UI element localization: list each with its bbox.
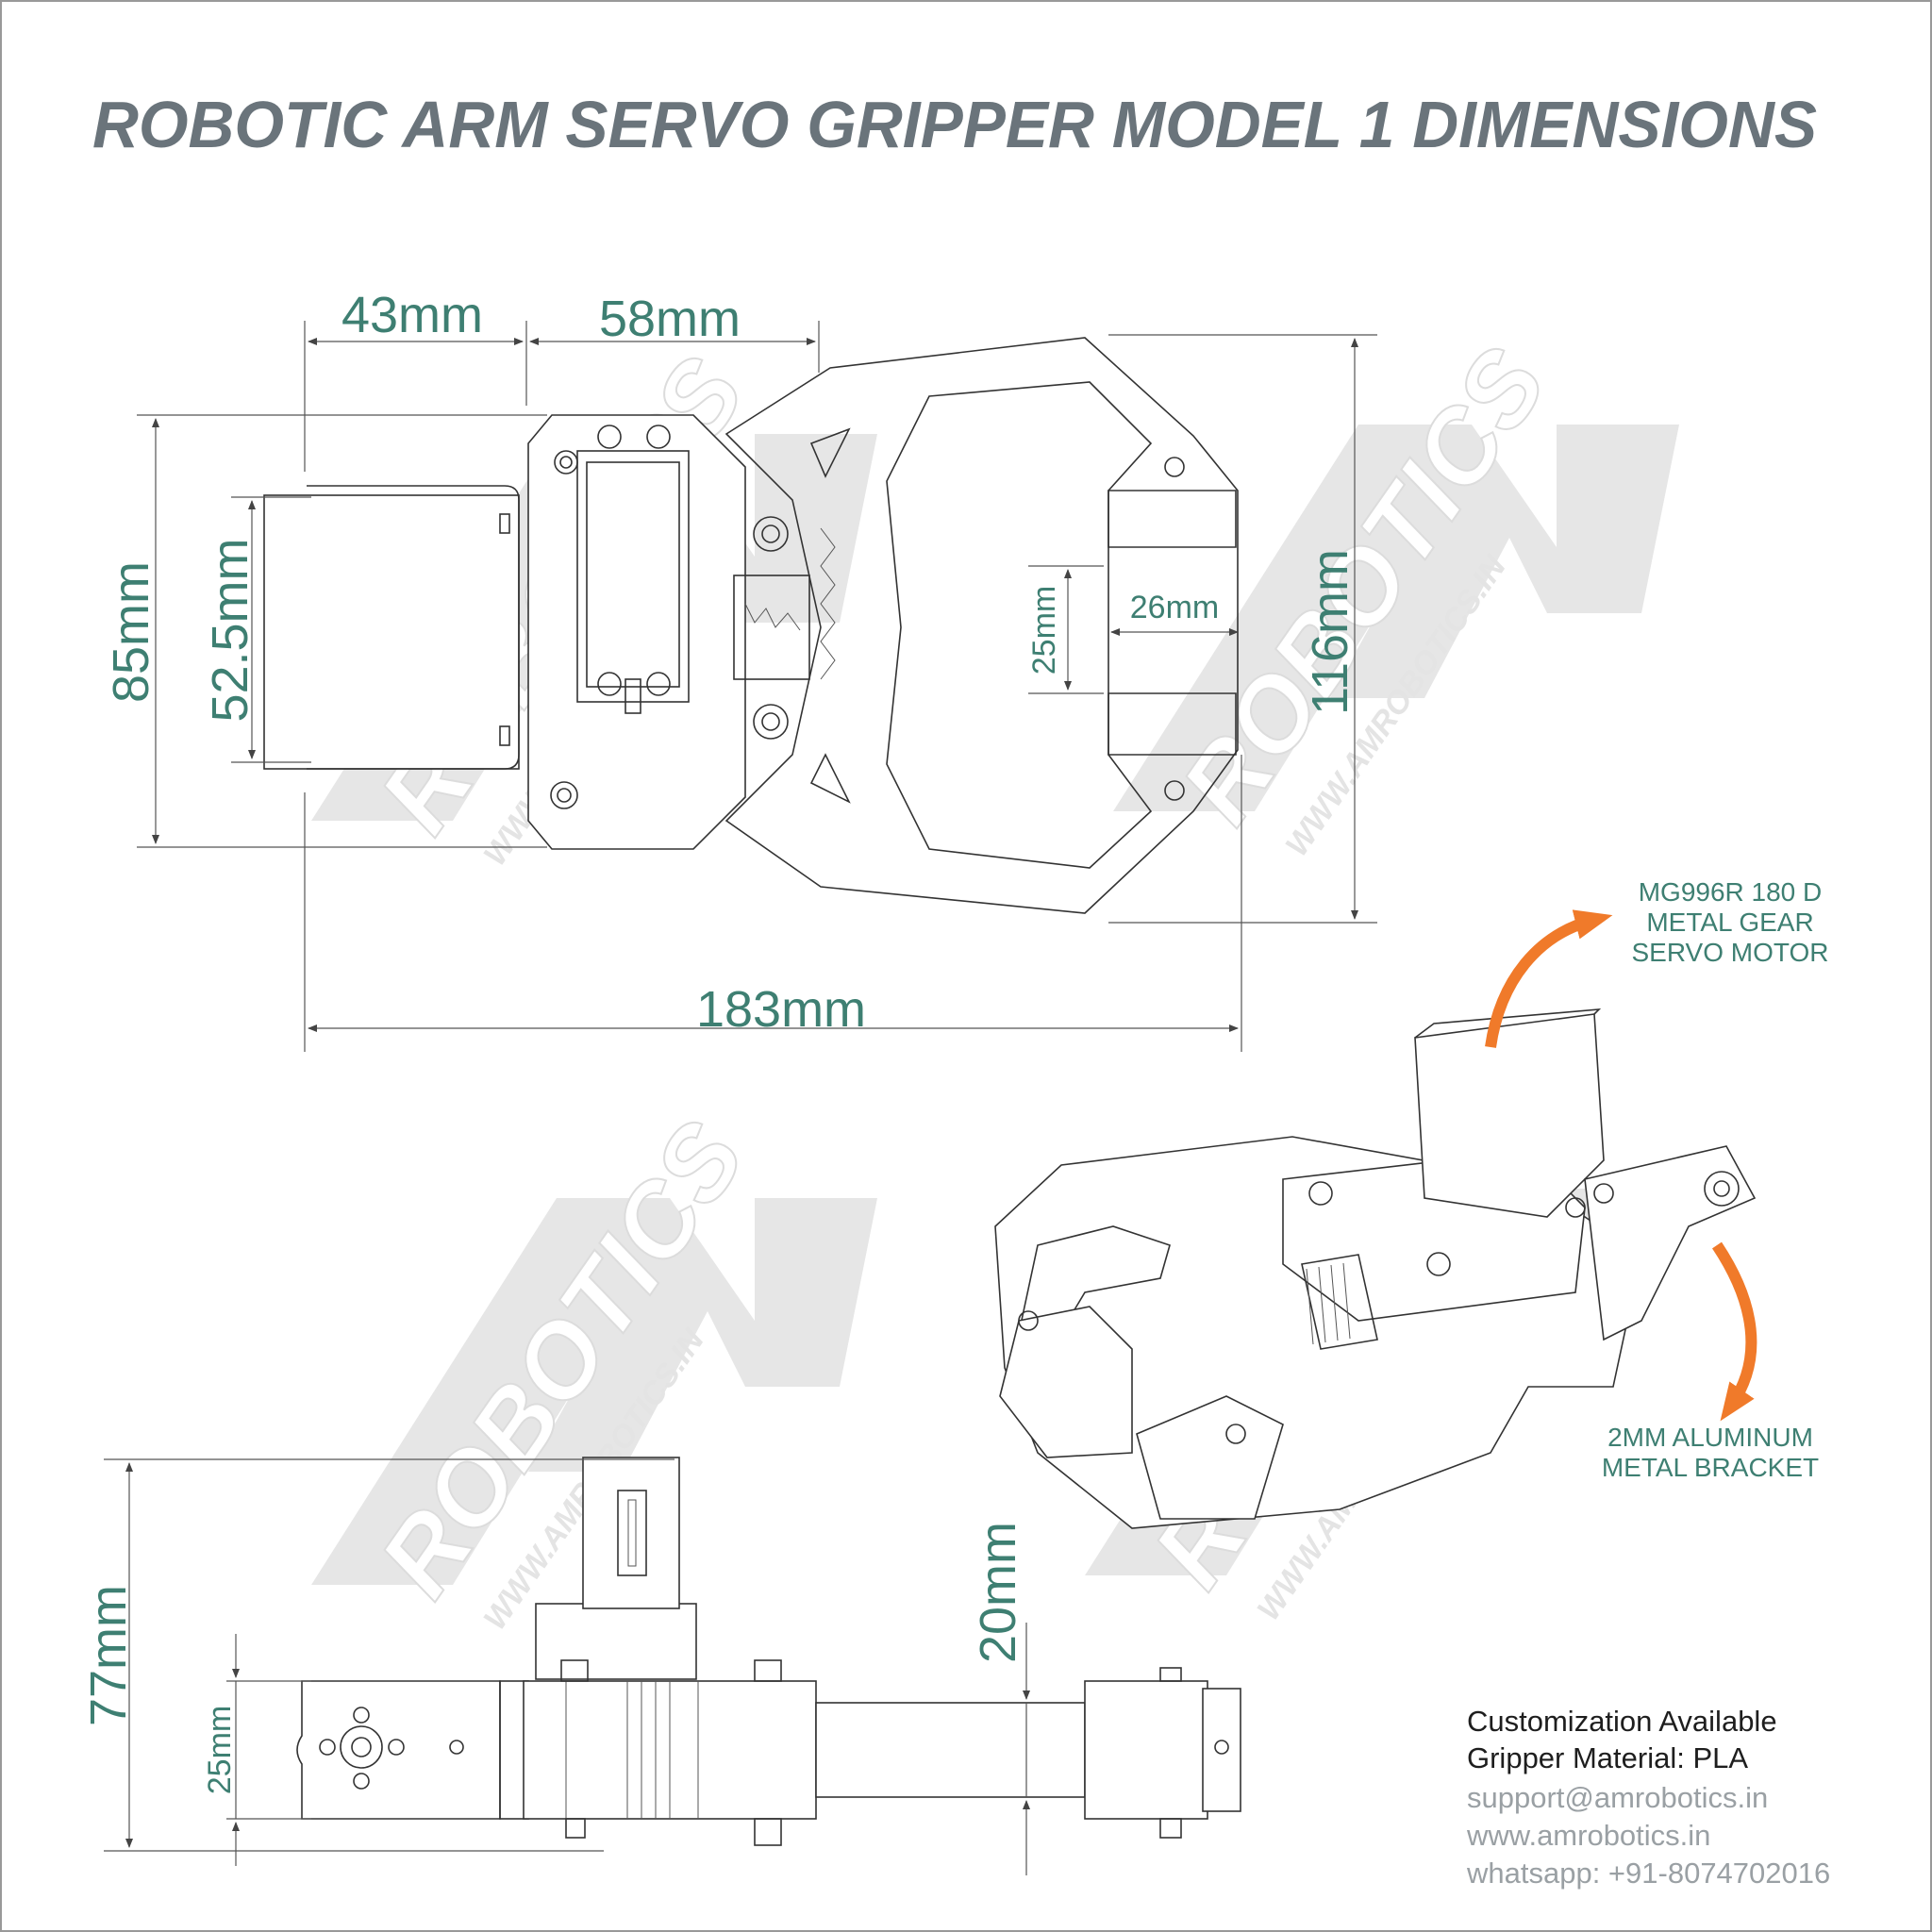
info-customization: Customization Available	[1467, 1705, 1777, 1738]
servo-body-top	[576, 450, 690, 703]
bracket-callout: 2MM ALUMINUM METAL BRACKET	[1602, 1423, 1819, 1482]
side-servo-body	[582, 1457, 680, 1609]
info-website[interactable]: www.amrobotics.in	[1466, 1819, 1710, 1852]
iso-servo-body	[1414, 1013, 1605, 1218]
page-title: ROBOTIC ARM SERVO GRIPPER MODEL 1 DIMENS…	[92, 88, 1817, 161]
side-view-dimensions: 77mm 25mm 20mm	[80, 1458, 1030, 1875]
dim-58mm: 58mm	[599, 291, 741, 347]
dim-116mm: 116mm	[1302, 549, 1358, 715]
servo-callout-line-1: MG996R 180 D	[1639, 877, 1823, 907]
dim-26mm: 26mm	[1130, 590, 1219, 625]
iso-aluminum-bracket	[1584, 1145, 1757, 1341]
dim-43mm: 43mm	[341, 287, 483, 343]
dim-183mm: 183mm	[696, 981, 866, 1038]
dim-25mm-gap: 25mm	[1026, 586, 1062, 675]
bracket-callout-line-1: 2MM ALUMINUM	[1607, 1423, 1813, 1452]
info-whatsapp[interactable]: whatsapp: +91-8074702016	[1466, 1857, 1830, 1890]
jaw-frame	[724, 337, 1239, 914]
info-block: Customization Available Gripper Material…	[1466, 1705, 1830, 1890]
servo-callout-line-3: SERVO MOTOR	[1631, 938, 1828, 967]
dim-77mm: 77mm	[80, 1585, 137, 1726]
servo-callout-arrow	[1485, 909, 1613, 1048]
top-view-dimensions: 43mm 58mm 85mm 52.5mm 25mm 26mm 116mm 18…	[103, 287, 1377, 1052]
servo-callout-line-2: METAL GEAR	[1646, 908, 1813, 937]
bracket-top-view	[263, 494, 520, 770]
dim-85mm: 85mm	[103, 561, 159, 703]
info-email[interactable]: support@amrobotics.in	[1467, 1781, 1768, 1814]
dim-25mm-side: 25mm	[202, 1706, 238, 1794]
top-view-drawing	[263, 337, 1239, 914]
side-view-drawing	[296, 1457, 1241, 1846]
bracket-callout-line-2: METAL BRACKET	[1602, 1453, 1819, 1482]
isometric-view-drawing	[994, 1008, 1757, 1529]
bracket-callout-arrow	[1712, 1241, 1757, 1422]
dim-52-5mm: 52.5mm	[202, 538, 258, 722]
side-bracket	[296, 1680, 501, 1820]
info-material: Gripper Material: PLA	[1467, 1741, 1748, 1774]
servo-callout: MG996R 180 D METAL GEAR SERVO MOTOR	[1631, 877, 1828, 967]
dim-20mm: 20mm	[970, 1522, 1026, 1663]
